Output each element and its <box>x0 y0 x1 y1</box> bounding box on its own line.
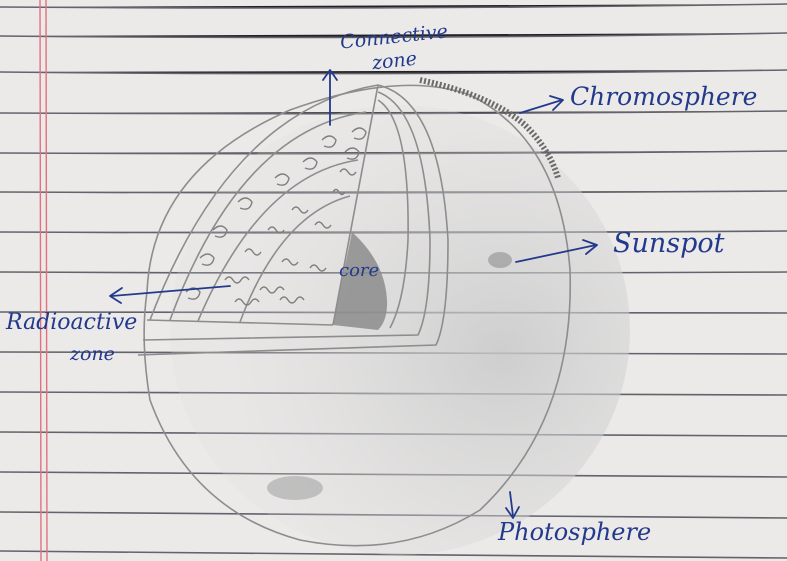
sunspot-label: Sunspot <box>613 230 725 257</box>
chromosphere-label: Chromosphere <box>570 84 757 109</box>
photosphere-smudge <box>267 476 323 500</box>
radiative-zone-label-line2: zone <box>70 345 115 364</box>
margin-lines <box>40 0 47 561</box>
photosphere-label: Photosphere <box>498 520 651 544</box>
chromosphere-arrow <box>520 96 563 113</box>
core-label: core <box>339 262 379 280</box>
sunspot-smudge <box>488 252 512 268</box>
radiative-zone-label: Radioactive <box>6 312 137 334</box>
connective-zone-label-line2: zone <box>371 50 418 74</box>
sun-shading <box>170 105 630 555</box>
